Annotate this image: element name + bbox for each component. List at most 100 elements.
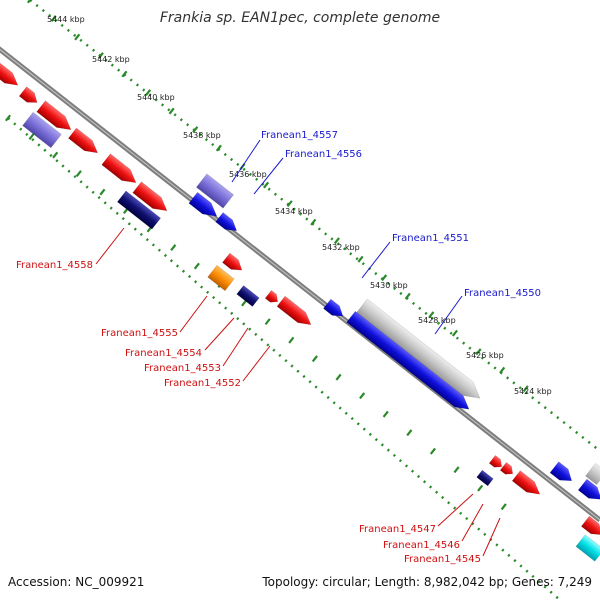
major-tick <box>406 429 413 437</box>
forward-gene-labels: Franean1_4557 Franean1_4556 Franean1_455… <box>231 130 541 335</box>
kbp-label: 5428 kbp <box>418 316 456 325</box>
leader-line <box>437 493 474 527</box>
leader-line <box>231 139 261 183</box>
reverse-gene[interactable] <box>132 181 172 216</box>
major-tick <box>4 114 12 122</box>
reverse-gene[interactable] <box>18 86 41 108</box>
reverse-gene[interactable] <box>580 515 600 540</box>
major-tick <box>477 484 484 492</box>
kbp-label: 5432 kbp <box>322 243 360 252</box>
leader-line <box>361 241 391 279</box>
gene-label-franean1-4556[interactable]: Franean1_4556 <box>285 149 362 160</box>
gene-label-franean1-4546[interactable]: Franean1_4546 <box>383 540 460 551</box>
major-tick <box>333 237 340 245</box>
leader-line <box>204 317 235 351</box>
kbp-label: 5438 kbp <box>183 131 221 140</box>
major-tick <box>75 170 82 177</box>
major-tick <box>52 151 59 159</box>
reverse-gene[interactable] <box>0 61 22 91</box>
forward-gene[interactable] <box>215 212 241 235</box>
gene-features <box>0 61 600 562</box>
franean1-4547-gene[interactable] <box>476 469 494 487</box>
outer-tick-track <box>29 0 600 452</box>
major-tick <box>192 126 199 134</box>
major-tick <box>170 244 177 252</box>
major-tick <box>145 89 152 96</box>
genome-backbone-highlight <box>0 48 600 521</box>
major-tick <box>26 0 32 4</box>
leader-line <box>482 517 501 557</box>
kbp-label: 5430 kbp <box>370 281 408 290</box>
major-tick <box>475 348 482 356</box>
major-tick <box>50 15 57 22</box>
franean1-4545-gene[interactable] <box>575 534 600 562</box>
forward-gene[interactable] <box>549 461 576 487</box>
forward-gene[interactable] <box>323 298 346 321</box>
major-tick <box>286 200 293 208</box>
gene-label-franean1-4550[interactable]: Franean1_4550 <box>464 288 541 299</box>
reverse-gene[interactable] <box>488 454 505 470</box>
major-tick <box>264 318 271 326</box>
accession-text: Accession: NC_009921 <box>8 575 144 589</box>
map-title: Frankia sp. EAN1pec, complete genome <box>160 10 440 26</box>
major-tick <box>310 218 317 226</box>
major-tick <box>215 144 222 152</box>
major-tick <box>428 311 435 319</box>
reverse-gene[interactable] <box>499 461 516 477</box>
kbp-label: 5442 kbp <box>92 55 130 64</box>
reverse-gene[interactable] <box>67 127 101 158</box>
franean1-4554-gene[interactable] <box>236 285 260 307</box>
major-tick <box>99 188 106 196</box>
major-tick <box>121 70 128 78</box>
major-tick <box>357 255 364 263</box>
major-tick <box>311 355 318 363</box>
major-tick <box>288 336 295 344</box>
leader-line <box>179 295 208 333</box>
leader-line <box>242 345 271 382</box>
major-tick <box>382 410 389 418</box>
major-tick <box>168 107 175 115</box>
franean1-4553-gene[interactable] <box>264 289 281 305</box>
major-tick <box>263 181 270 189</box>
pseudo-gene[interactable] <box>585 462 600 486</box>
major-tick <box>193 262 200 270</box>
major-tick <box>241 299 248 307</box>
outer-major-ticks <box>26 0 529 393</box>
gene-label-franean1-4553[interactable]: Franean1_4553 <box>144 363 221 374</box>
kbp-label: 5440 kbp <box>137 93 175 102</box>
franean1-4551-pseudogene[interactable] <box>356 298 486 405</box>
leader-line <box>222 327 249 367</box>
gene-label-franean1-4555[interactable]: Franean1_4555 <box>101 328 178 339</box>
leader-line <box>95 227 125 265</box>
major-tick <box>74 33 81 41</box>
gene-label-franean1-4558[interactable]: Franean1_4558 <box>16 260 93 271</box>
franean1-4550-gene[interactable] <box>346 310 474 415</box>
kbp-label: 5434 kbp <box>275 207 313 216</box>
genome-summary-text: Topology: circular; Length: 8,982,042 bp… <box>261 575 592 589</box>
major-tick <box>500 503 507 511</box>
major-tick <box>451 329 458 337</box>
major-tick <box>335 373 342 381</box>
pseudo-gene[interactable] <box>22 111 62 149</box>
reverse-gene[interactable] <box>116 190 162 230</box>
franean1-4556-gene[interactable] <box>188 191 221 222</box>
gene-label-franean1-4545[interactable]: Franean1_4545 <box>404 554 481 565</box>
gene-label-franean1-4547[interactable]: Franean1_4547 <box>359 524 436 535</box>
franean1-4557-gene[interactable] <box>195 173 235 209</box>
kbp-label: 5424 kbp <box>514 387 552 396</box>
franean1-4555-gene[interactable] <box>207 264 235 292</box>
reverse-gene[interactable] <box>36 100 76 135</box>
gene-label-franean1-4552[interactable]: Franean1_4552 <box>164 378 241 389</box>
kbp-label-group: 5444 kbp 5442 kbp 5440 kbp 5438 kbp 5436… <box>47 15 552 396</box>
reverse-gene[interactable] <box>101 153 141 188</box>
franean1-4546-gene[interactable] <box>511 470 544 500</box>
major-tick <box>404 292 411 300</box>
forward-gene[interactable] <box>577 478 600 505</box>
gene-label-franean1-4551[interactable]: Franean1_4551 <box>392 233 469 244</box>
gene-label-franean1-4554[interactable]: Franean1_4554 <box>125 348 202 359</box>
major-tick <box>28 133 35 140</box>
franean1-4552-gene[interactable] <box>276 295 315 330</box>
reverse-gene[interactable] <box>222 252 245 275</box>
gene-label-franean1-4557[interactable]: Franean1_4557 <box>261 130 338 141</box>
